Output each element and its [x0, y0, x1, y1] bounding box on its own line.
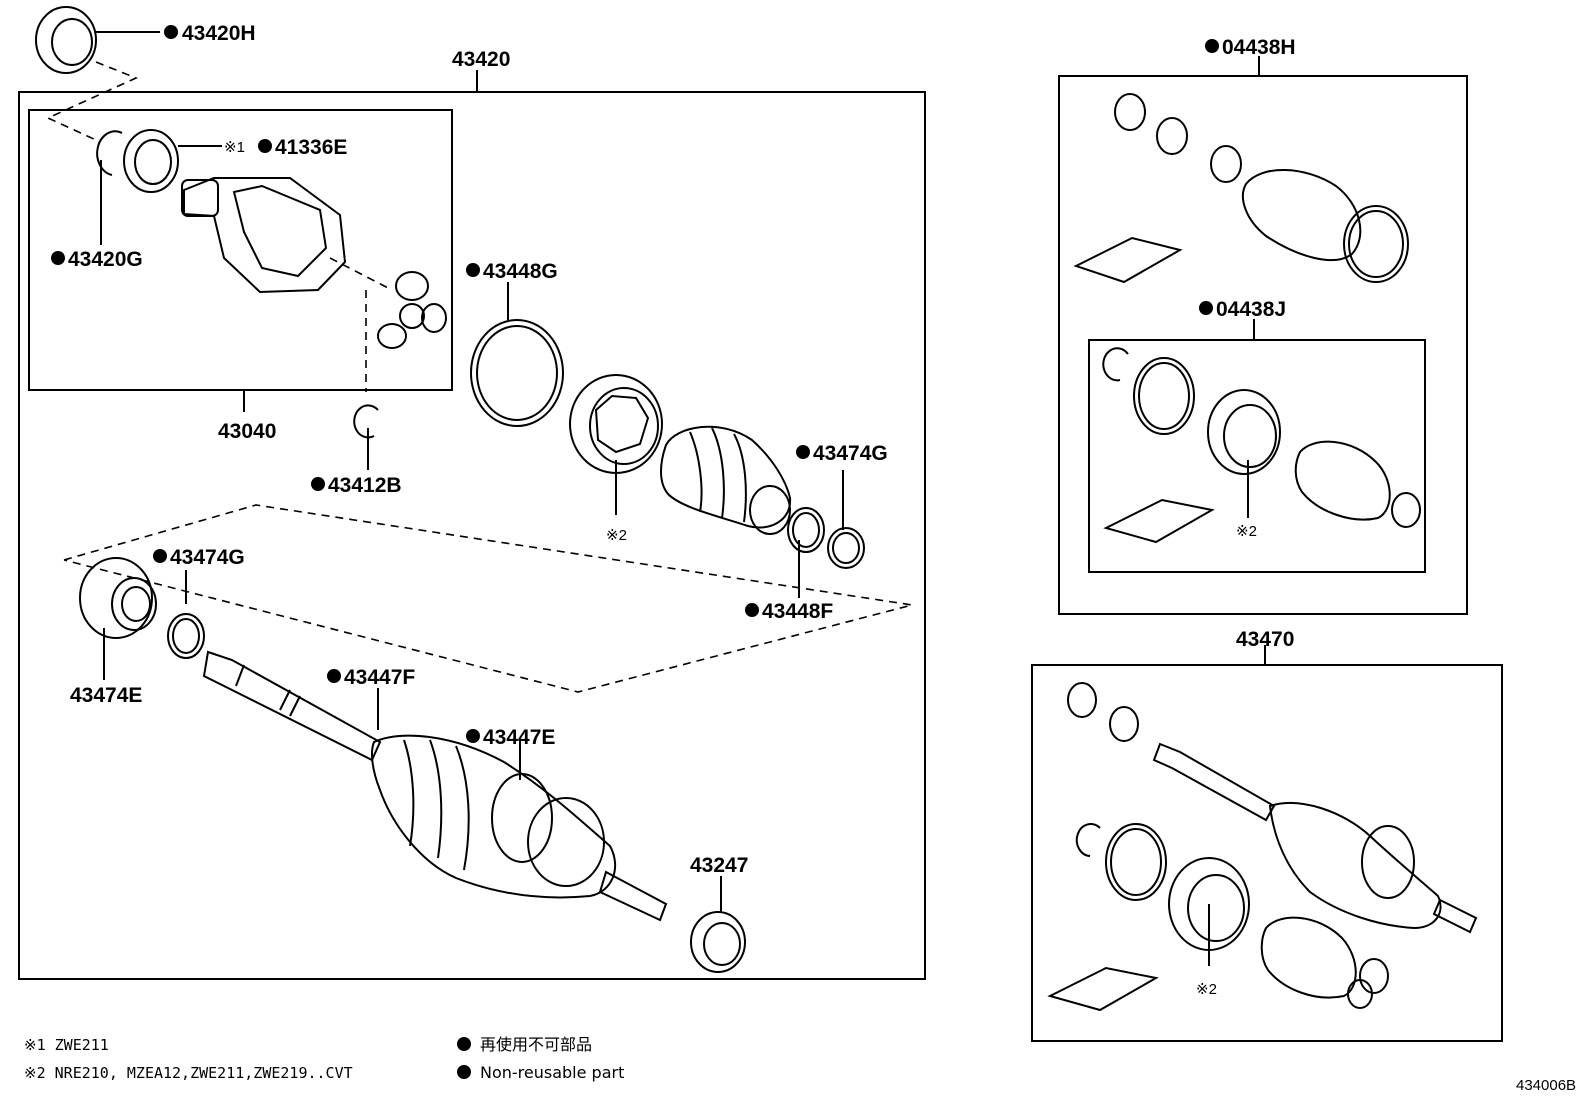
- footnote-1: ※1 ZWE211: [24, 1036, 109, 1054]
- figure-id: 434006B: [1516, 1077, 1576, 1094]
- footnote-2: ※2 NRE210, MZEA12,ZWE211,ZWE219..CVT: [24, 1064, 353, 1082]
- frame-43470: [1031, 664, 1503, 1042]
- frame-04438H: [1058, 75, 1468, 615]
- label-43474G-lower: 43474G: [170, 546, 245, 569]
- mark-2-assy: ※2: [1196, 981, 1217, 998]
- label-43474G-upper: 43474G: [813, 442, 888, 465]
- label-43474E: 43474E: [70, 684, 142, 707]
- label-43247: 43247: [690, 854, 748, 877]
- mark-1: ※1: [224, 139, 245, 156]
- frame-43420: [18, 91, 926, 980]
- label-43040: 43040: [218, 420, 276, 443]
- label-41336E: 41336E: [275, 136, 347, 159]
- label-43447E: 43447E: [483, 726, 555, 749]
- label-43420H: 43420H: [182, 22, 256, 45]
- label-43448G: 43448G: [483, 260, 558, 283]
- mark-2-main: ※2: [606, 527, 627, 544]
- label-43420G: 43420G: [68, 248, 143, 271]
- frame-43040: [28, 109, 453, 391]
- label-43448F: 43448F: [762, 600, 833, 623]
- mark-2-kit: ※2: [1236, 523, 1257, 540]
- label-43420: 43420: [452, 48, 510, 71]
- frame-04438J: [1088, 339, 1426, 573]
- label-04438H: 04438H: [1222, 36, 1296, 59]
- label-43447F: 43447F: [344, 666, 415, 689]
- label-43470: 43470: [1236, 628, 1294, 651]
- legend-english: Non-reusable part: [480, 1063, 624, 1082]
- legend-japanese: 再使用不可部品: [480, 1035, 592, 1054]
- label-04438J: 04438J: [1216, 298, 1286, 321]
- label-43412B: 43412B: [328, 474, 402, 497]
